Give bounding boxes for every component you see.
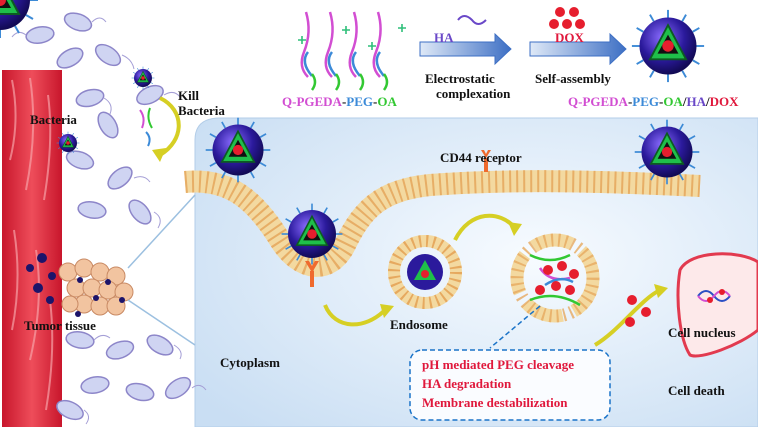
- callout-line-2: HA degradation: [422, 376, 512, 391]
- tumor-tissue: [58, 258, 134, 316]
- callout-line-3: Membrane destabilization: [422, 395, 568, 410]
- nanoparticle-product: [630, 8, 706, 84]
- label-complex: Q-PGEDA-PEG-OA/HA/DOX: [568, 94, 739, 109]
- polymer-fragments: [139, 107, 153, 147]
- arrow-to-endosome: [323, 304, 387, 327]
- free-dox: [625, 295, 651, 327]
- polymer-chains: [300, 11, 389, 91]
- label-kill: Kill: [178, 88, 199, 103]
- process-arrows: [419, 32, 627, 66]
- label-electrostatic: Electrostatic: [425, 71, 495, 86]
- arrow-to-nucleus: [593, 288, 661, 347]
- label-cd44: CD44 receptor: [440, 150, 522, 165]
- label-cell-death: Cell death: [668, 383, 725, 398]
- label-bacteria-kill: Bacteria: [178, 103, 225, 118]
- label-tumor: Tumor tissue: [24, 318, 96, 333]
- label-nucleus: Cell nucleus: [668, 325, 736, 340]
- label-polymer: Q-PGEDA-PEG-OA: [282, 94, 397, 109]
- label-cytoplasm: Cytoplasm: [220, 355, 280, 370]
- dox-molecules: [549, 7, 585, 29]
- label-endosome: Endosome: [390, 317, 448, 332]
- nanoparticles-in-vessel: [26, 253, 56, 304]
- callout-line-1: pH mediated PEG cleavage: [422, 357, 575, 372]
- bacteria-cluster-bottom: [56, 331, 192, 421]
- cell-nucleus: [676, 252, 758, 358]
- disrupted-endosome: [510, 233, 600, 323]
- label-complexation: complexation: [436, 86, 511, 101]
- vessel-striations: [9, 77, 54, 411]
- callout-pointer: [489, 305, 541, 349]
- dna-helix: [697, 290, 731, 302]
- nanoparticle-icon: [0, 0, 38, 38]
- label-dox: DOX: [555, 30, 584, 45]
- kill-bacteria-arrow: [158, 96, 181, 157]
- ha-molecule: [457, 15, 487, 25]
- callout-box: [409, 349, 611, 421]
- label-bacteria: Bacteria: [30, 112, 77, 127]
- bacteria-flagella: [11, 17, 207, 425]
- label-ha: HA: [434, 30, 454, 45]
- nanoparticles-in-tumor: [75, 277, 125, 317]
- bacteria-cluster-top: [25, 12, 164, 225]
- cell-cytoplasm: [194, 117, 758, 427]
- zoom-lines: [127, 194, 196, 346]
- positive-charge-marks: [298, 24, 406, 50]
- endosome: [388, 235, 462, 309]
- label-self-assembly: Self-assembly: [535, 71, 611, 86]
